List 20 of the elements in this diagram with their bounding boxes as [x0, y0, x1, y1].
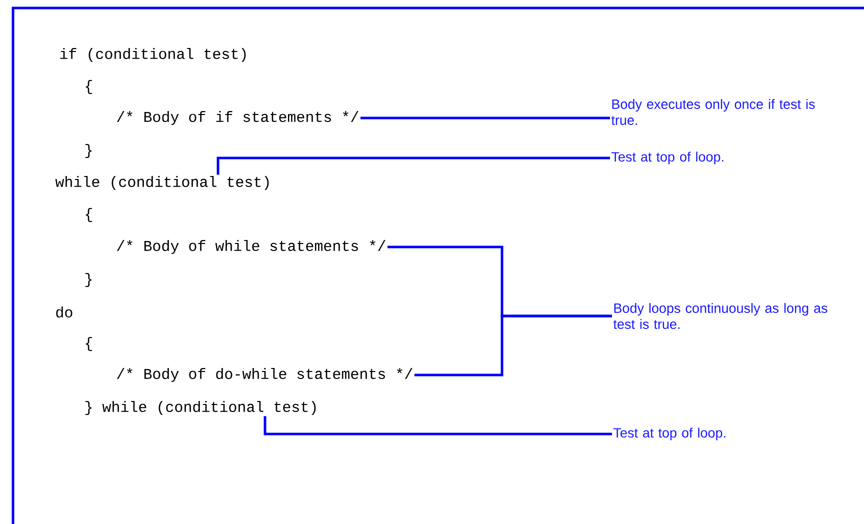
code-line: /* Body of while statements */ — [117, 240, 386, 254]
code-line: /* Body of if statements */ — [117, 111, 358, 125]
callout-text: Body loops continuously as long as test is true. — [613, 303, 828, 329]
leader-line — [360, 116, 610, 120]
code-line: while (conditional test) — [55, 176, 269, 190]
code-line: { — [86, 208, 92, 222]
code-line: { — [86, 80, 92, 94]
code-line: } — [85, 144, 92, 158]
code-line: } while (conditional test) — [85, 401, 316, 415]
code-line: /* Body of do-while statements */ — [117, 368, 412, 382]
leader-line — [414, 314, 612, 376]
leader-line — [264, 416, 612, 436]
code-line: } — [85, 273, 92, 287]
code-line: do — [56, 306, 72, 318]
callout-text: Body executes only once if test is true. — [611, 99, 815, 125]
code-line: if (conditional test) — [60, 48, 246, 62]
callout-text: Test at top of loop. — [614, 428, 726, 440]
leader-line — [216, 156, 610, 175]
callout-text: Test at top of loop. — [612, 152, 724, 164]
code-line: { — [86, 337, 92, 351]
